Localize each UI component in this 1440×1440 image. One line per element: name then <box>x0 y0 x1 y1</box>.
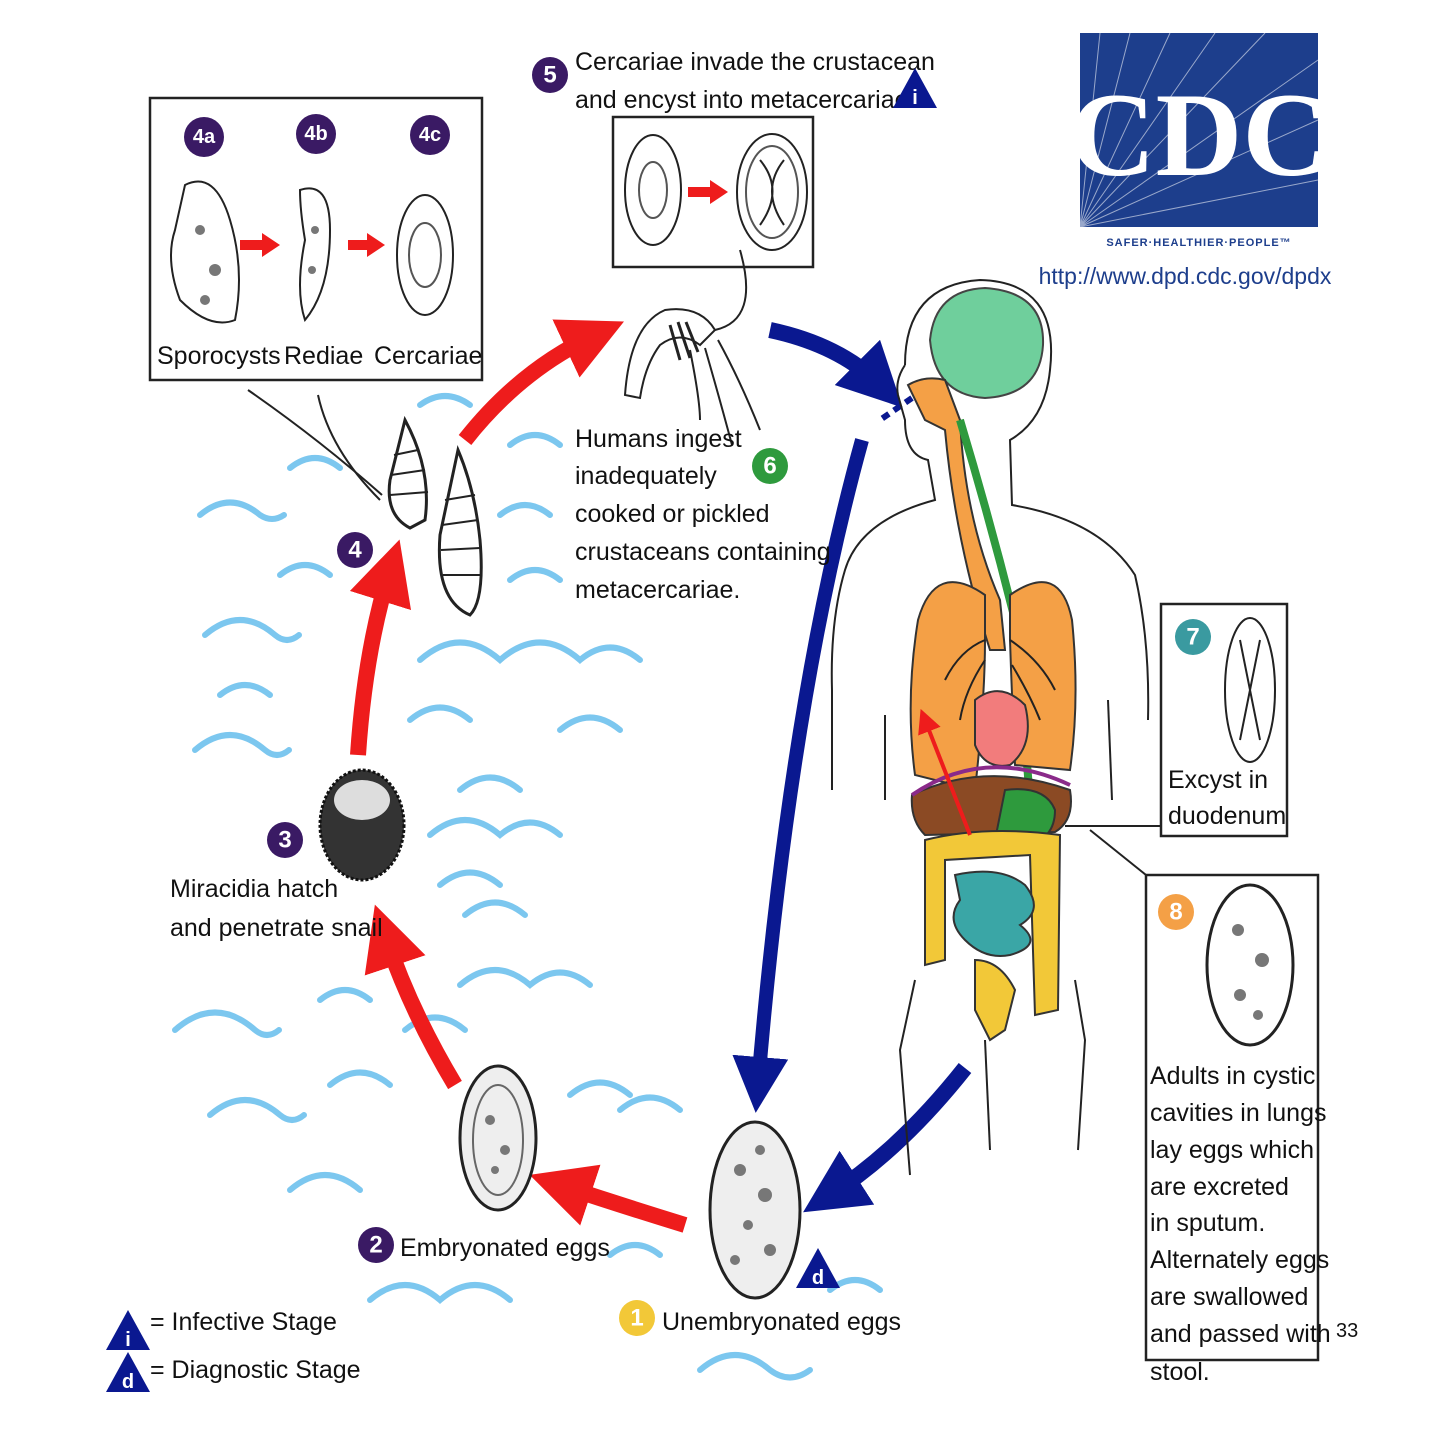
cdc-logo: CDC SAFER·HEALTHIER·PEOPLE™ <box>1069 32 1329 249</box>
stage-8-line-3: lay eggs which <box>1150 1136 1314 1164</box>
stage-6-line-1: Humans ingest <box>575 425 742 453</box>
stage-6-line-5: metacercariae. <box>575 576 740 604</box>
cdc-url[interactable]: http://www.dpd.cdc.gov/dpdx <box>1039 263 1332 289</box>
stage-1-unembryonated-egg <box>708 1120 802 1300</box>
svg-text:CDC: CDC <box>1069 68 1329 201</box>
svg-text:i: i <box>125 1329 131 1351</box>
stage-7-detail-box: 7 Excyst in duodenum <box>1159 602 1289 838</box>
stage-6-line-4: crustaceans containing <box>575 538 831 566</box>
red-cycle-arrows <box>349 319 688 1233</box>
stage-2-label: Embryonated eggs <box>400 1234 610 1262</box>
stage-3-badge: 3 <box>267 822 303 858</box>
stage-8-badge: 8 <box>1158 894 1194 930</box>
stage-5-detail-box <box>611 115 815 269</box>
stage-6-badge: 6 <box>752 448 788 484</box>
stage-4b-label: Rediae <box>284 342 363 370</box>
svg-text:7: 7 <box>1186 624 1199 651</box>
svg-text:4b: 4b <box>304 123 327 145</box>
blue-cycle-arrows <box>732 322 972 1213</box>
stage-8-line-4: are excreted <box>1150 1173 1289 1201</box>
svg-text:6: 6 <box>763 453 776 480</box>
stage-8-line-7: are swallowed <box>1150 1283 1308 1311</box>
stage-5-label-line1: Cercariae invade the crustacean <box>575 48 935 76</box>
svg-text:3: 3 <box>278 827 291 854</box>
svg-text:d: d <box>122 1371 134 1393</box>
svg-text:8: 8 <box>1169 899 1182 926</box>
cdc-tagline: SAFER·HEALTHIER·PEOPLE™ <box>1106 237 1291 249</box>
human-figure <box>830 278 1150 1176</box>
stage-8-line-8: and passed with <box>1150 1320 1331 1348</box>
svg-text:i: i <box>912 87 918 109</box>
svg-text:2: 2 <box>369 1232 382 1259</box>
stage-1-badge: 1 <box>619 1300 655 1336</box>
stage-4a-label: Sporocysts <box>157 342 281 370</box>
stage-8-leader-line <box>1089 829 1147 876</box>
stage-6-line-3: cooked or pickled <box>575 500 770 528</box>
legend-infective-label: = Infective Stage <box>150 1308 337 1336</box>
stage-3-miracidium <box>318 768 406 882</box>
stage-2-badge: 2 <box>358 1227 394 1263</box>
stage-5-badge: 5 <box>532 57 568 93</box>
stage-3-label-line1: Miracidia hatch <box>170 875 338 903</box>
stage-6-line-2: inadequately <box>575 462 717 490</box>
stage-7-badge: 7 <box>1175 619 1211 655</box>
stage-5-label-line2: and encyst into metacercariae. <box>575 86 915 114</box>
svg-text:4: 4 <box>348 537 362 564</box>
infective-stage-icon: i <box>893 68 937 109</box>
stage-1-label: Unembryonated eggs <box>662 1308 901 1336</box>
stage-3-label-line2: and penetrate snail <box>170 914 383 942</box>
stage-2-embryonated-egg <box>458 1064 538 1212</box>
stage-4-snails <box>247 389 483 617</box>
legend-diagnostic-icon: d <box>106 1352 150 1393</box>
svg-text:4a: 4a <box>193 126 216 148</box>
stage-8-line-6: Alternately eggs <box>1150 1246 1329 1274</box>
stage-4c-badge: 4c <box>410 115 450 155</box>
legend: i = Infective Stage d = Diagnostic Stage <box>106 1308 361 1393</box>
crustacean <box>623 249 761 446</box>
stage-8-line-1: Adults in cystic <box>1150 1062 1315 1090</box>
stage-8-detail-box: 8 Adults in cystic cavities in lungs lay… <box>1144 873 1331 1362</box>
stage-4-detail-box: 4a 4b 4c Sporocysts Rediae Cercariae <box>148 96 484 382</box>
legend-diagnostic-label: = Diagnostic Stage <box>150 1356 361 1384</box>
svg-text:d: d <box>812 1267 824 1289</box>
legend-infective-icon: i <box>106 1310 150 1351</box>
svg-text:5: 5 <box>543 62 556 89</box>
stage-8-line-9: stool. <box>1150 1358 1210 1386</box>
diagnostic-stage-icon: d <box>796 1248 840 1289</box>
stage-4c-label: Cercariae <box>374 342 482 370</box>
stage-6-text: Humans ingest inadequately cooked or pic… <box>575 425 831 604</box>
page-number: 33 <box>1336 1320 1358 1342</box>
svg-text:4c: 4c <box>419 124 441 146</box>
stage-4b-badge: 4b <box>296 114 336 154</box>
stage-8-line-2: cavities in lungs <box>1150 1099 1326 1127</box>
svg-text:1: 1 <box>630 1305 643 1332</box>
stage-7-label-line2: duodenum <box>1168 802 1286 830</box>
stage-4-badge: 4 <box>337 532 373 568</box>
water-waves <box>172 393 883 1381</box>
stage-4a-badge: 4a <box>184 117 224 157</box>
stage-7-label-line1: Excyst in <box>1168 766 1268 794</box>
stage-8-line-5: in sputum. <box>1150 1209 1265 1237</box>
